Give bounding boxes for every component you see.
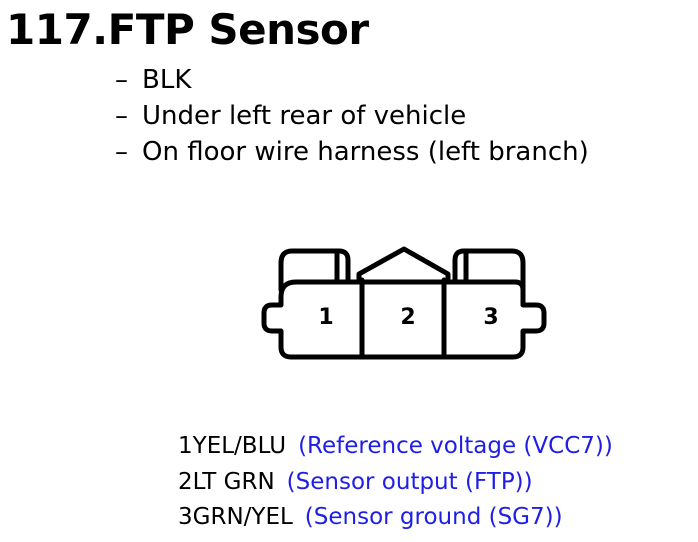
pin-label-2: 2	[400, 305, 415, 330]
detail-text: BLK	[142, 65, 192, 95]
detail-color: –BLK	[115, 62, 589, 98]
pin-number: 3	[178, 504, 193, 530]
pinout-list: 1YEL/BLU (Reference voltage (VCC7)) 2LT G…	[178, 429, 613, 536]
left-lock-tab	[278, 248, 351, 293]
wire-color: YEL/BLU	[192, 433, 287, 459]
pin-function: (Sensor ground (SG7))	[304, 504, 563, 530]
page-title: 117.FTP Sensor	[6, 5, 369, 54]
pinout-row: 1YEL/BLU (Reference voltage (VCC7))	[178, 429, 613, 465]
pinout-row: 2LT GRN (Sensor output (FTP))	[178, 465, 613, 501]
center-key	[356, 246, 451, 285]
wire-color: GRN/YEL	[192, 504, 293, 530]
pin-number: 2	[178, 468, 193, 495]
detail-text: On floor wire harness (left branch)	[142, 137, 589, 167]
pin-label-1: 1	[318, 305, 333, 330]
detail-location: –Under left rear of vehicle	[115, 98, 589, 134]
bullet-dash: –	[115, 101, 128, 131]
pinout-row: 3GRN/YEL (Sensor ground (SG7))	[178, 500, 613, 536]
wire-color: LT GRN	[192, 468, 275, 495]
location-details: –BLK –Under left rear of vehicle –On flo…	[115, 62, 589, 170]
detail-text: Under left rear of vehicle	[142, 101, 467, 131]
right-lock-tab	[452, 248, 526, 293]
pin-function: (Sensor output (FTP))	[286, 468, 533, 495]
pin-function: (Reference voltage (VCC7))	[298, 433, 613, 459]
pin-number: 1	[178, 433, 193, 459]
detail-harness: –On floor wire harness (left branch)	[115, 134, 589, 170]
pin-label-3: 3	[483, 305, 498, 330]
bullet-dash: –	[115, 65, 128, 95]
connector-housing	[261, 279, 547, 360]
bullet-dash: –	[115, 137, 128, 167]
